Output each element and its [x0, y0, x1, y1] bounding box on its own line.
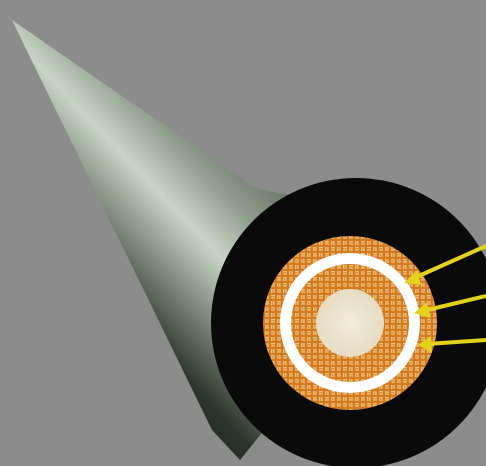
- center-conductor: [316, 289, 384, 357]
